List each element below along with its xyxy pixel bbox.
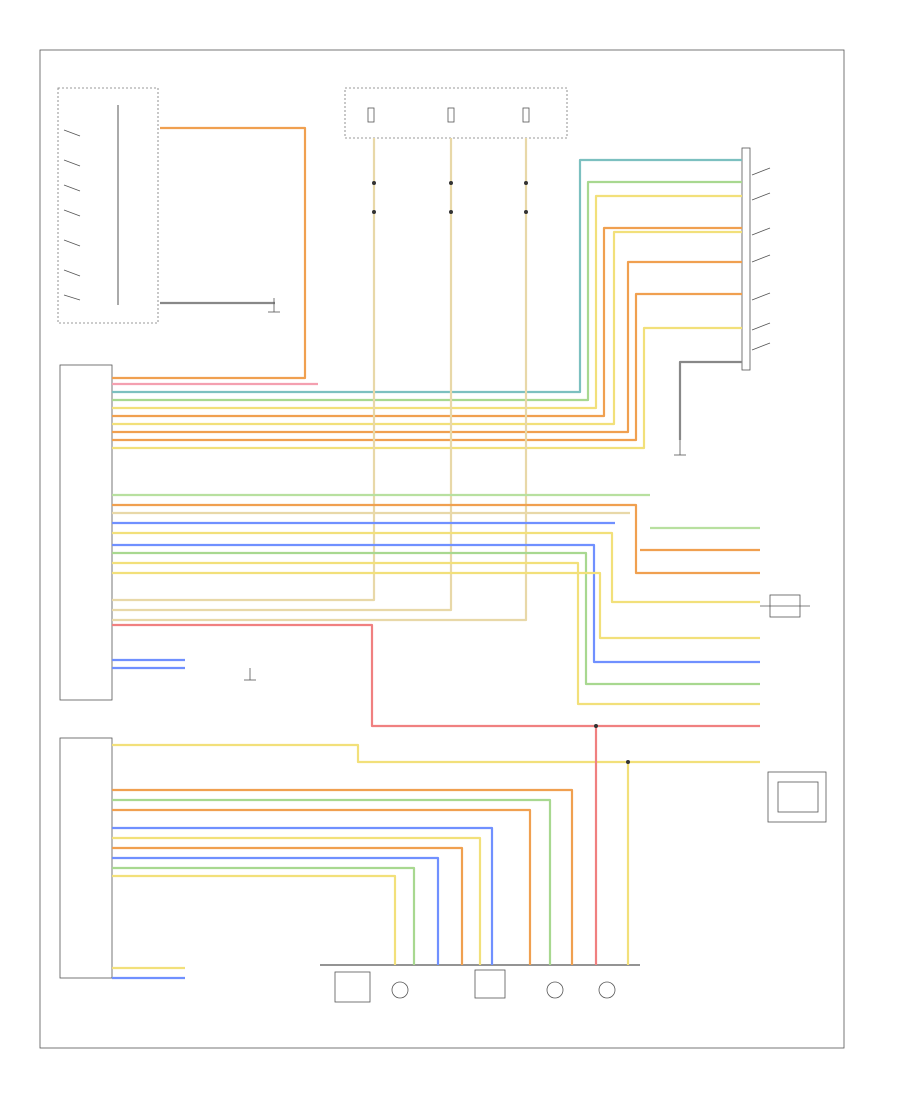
module-3 xyxy=(767,771,827,823)
wire-red-25 xyxy=(112,623,760,728)
wire-blue-19 xyxy=(112,543,760,664)
switch-panel xyxy=(57,87,159,324)
wire-yellow-28 xyxy=(112,743,760,764)
wire-yellow-22 xyxy=(112,571,760,640)
splice-dot-1 xyxy=(449,181,453,185)
wire-orange-31 xyxy=(112,808,532,965)
wire-orange-34 xyxy=(112,846,464,965)
wire-teal-2 xyxy=(112,158,742,394)
wire-blue-35 xyxy=(112,856,440,965)
wire-tan-12 xyxy=(112,138,453,612)
wire-yellow-21 xyxy=(112,561,760,706)
wire-yellow-6 xyxy=(112,230,742,426)
diagram-frame xyxy=(39,49,845,1049)
splice-dot-0 xyxy=(372,181,376,185)
wire-yellow-33 xyxy=(112,836,482,965)
wire-green-20 xyxy=(112,551,760,686)
wire-orange-8 xyxy=(112,292,742,442)
wire-yellow-4 xyxy=(112,194,742,410)
wire-green-36 xyxy=(112,866,416,965)
wire-orange-7 xyxy=(112,260,742,434)
bottom-components xyxy=(334,969,616,1003)
splice-dot-7 xyxy=(626,760,630,764)
wire-orange-5 xyxy=(112,226,742,418)
wire-green-3 xyxy=(112,180,742,402)
splice-dot-5 xyxy=(524,210,528,214)
splice-dot-2 xyxy=(524,181,528,185)
wire-orange-15 xyxy=(112,503,760,575)
splice-dot-3 xyxy=(372,210,376,214)
wire-orange-29 xyxy=(112,788,574,965)
wire-yellow-18 xyxy=(112,531,760,604)
wires xyxy=(112,126,760,980)
fuse-box xyxy=(344,87,568,139)
module-3-inner xyxy=(777,781,819,813)
switch-panel-contacts xyxy=(63,129,81,301)
fuse-box-fuses xyxy=(367,107,530,123)
wire-orange-0 xyxy=(112,126,307,380)
wire-grey-10 xyxy=(678,360,742,440)
wire-yellow-37 xyxy=(112,874,397,965)
right-switch-assembly xyxy=(741,147,751,371)
wire-green-30 xyxy=(112,798,552,965)
ecu-1 xyxy=(59,364,113,701)
wire-blue-32 xyxy=(112,826,494,965)
wire-tan-11 xyxy=(112,138,376,602)
wire-yellow-9 xyxy=(112,326,742,450)
ground-symbols xyxy=(244,298,686,681)
right-switch-contacts xyxy=(751,167,771,351)
splice-dot-6 xyxy=(594,724,598,728)
wire-tan-13 xyxy=(112,138,528,622)
splice-dot-4 xyxy=(449,210,453,214)
ecu-2 xyxy=(59,737,113,979)
